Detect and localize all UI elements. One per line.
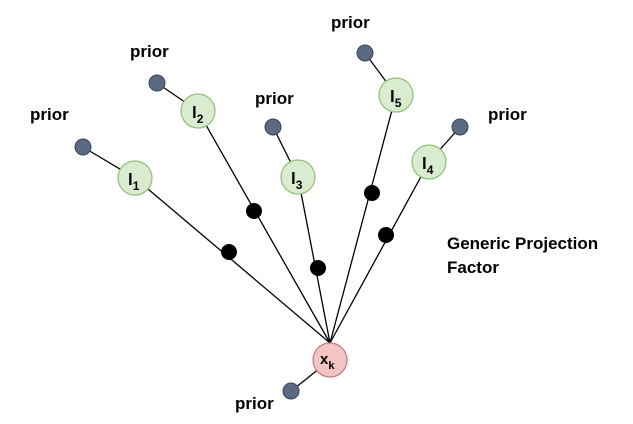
projection-factor-l4 xyxy=(378,227,394,243)
projection-factor-l2 xyxy=(246,203,262,219)
svg-text:l5: l5 xyxy=(390,87,402,110)
landmark-node-l2: l2 xyxy=(180,93,216,129)
prior-node-l3 xyxy=(264,118,282,136)
prior-label-l1: prior xyxy=(30,105,69,124)
prior-label-l5: prior xyxy=(331,13,370,32)
prior-node-l1 xyxy=(74,138,92,156)
projection-edge-l4 xyxy=(329,161,430,344)
projection-edge-l2 xyxy=(197,110,331,344)
prior-label-xk: prior xyxy=(235,394,274,413)
landmark-node-l3: l3 xyxy=(280,159,316,195)
diagram-title-line1: Generic Projection xyxy=(447,234,598,253)
projection-edge-l3 xyxy=(297,176,331,344)
projection-factor-l3 xyxy=(310,260,326,276)
projection-factor-l5 xyxy=(364,185,380,201)
projection-factor-l1 xyxy=(221,244,237,260)
prior-label-l2: prior xyxy=(130,42,169,61)
prior-node-l5 xyxy=(356,44,374,62)
projection-edge-l5 xyxy=(329,94,397,344)
svg-text:l4: l4 xyxy=(422,154,434,177)
prior-label-l4: prior xyxy=(488,105,527,124)
prior-label-l3: prior xyxy=(255,89,294,108)
landmark-node-l5: l5 xyxy=(378,77,414,113)
prior-node-l4 xyxy=(451,118,469,136)
prior-node-l2 xyxy=(148,74,166,92)
svg-text:xk: xk xyxy=(320,351,335,372)
svg-text:l3: l3 xyxy=(291,169,303,192)
svg-text:l1: l1 xyxy=(128,170,140,193)
landmark-node-l4: l4 xyxy=(411,144,447,180)
pose-node-xk: xk xyxy=(312,342,348,378)
svg-text:l2: l2 xyxy=(192,103,204,126)
landmark-node-l1: l1 xyxy=(117,160,153,196)
projection-edge-l1 xyxy=(134,177,331,344)
diagram-title-line2: Factor xyxy=(447,258,499,277)
prior-node-xk xyxy=(282,382,300,400)
